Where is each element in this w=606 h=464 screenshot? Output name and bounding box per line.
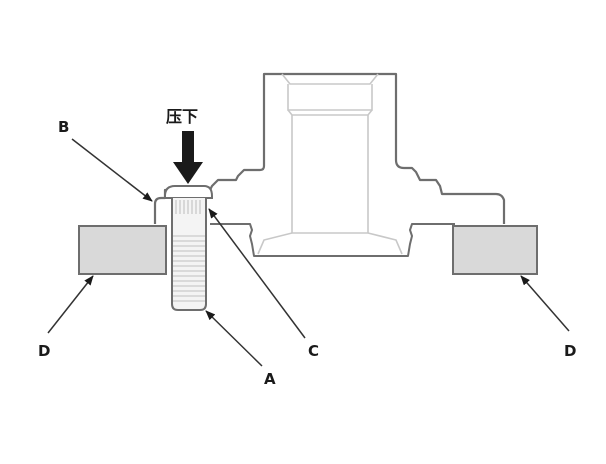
wheel-bolt [164,185,213,311]
support-block-right [452,225,538,275]
label-c: C [308,342,319,360]
hub-body [153,72,506,257]
press-down-arrow-icon [173,131,203,184]
support-block-left [78,225,167,275]
label-d-right: D [564,342,576,360]
label-d-left: D [38,342,50,360]
leader-d-left [47,275,94,334]
leader-b [71,138,153,202]
leader-d-right [520,275,570,332]
label-a: A [264,370,276,388]
leader-a [205,310,263,367]
leader-c [208,208,306,339]
label-b: B [58,118,69,136]
hub-bore [257,73,403,255]
press-label: 压下 [166,107,198,126]
